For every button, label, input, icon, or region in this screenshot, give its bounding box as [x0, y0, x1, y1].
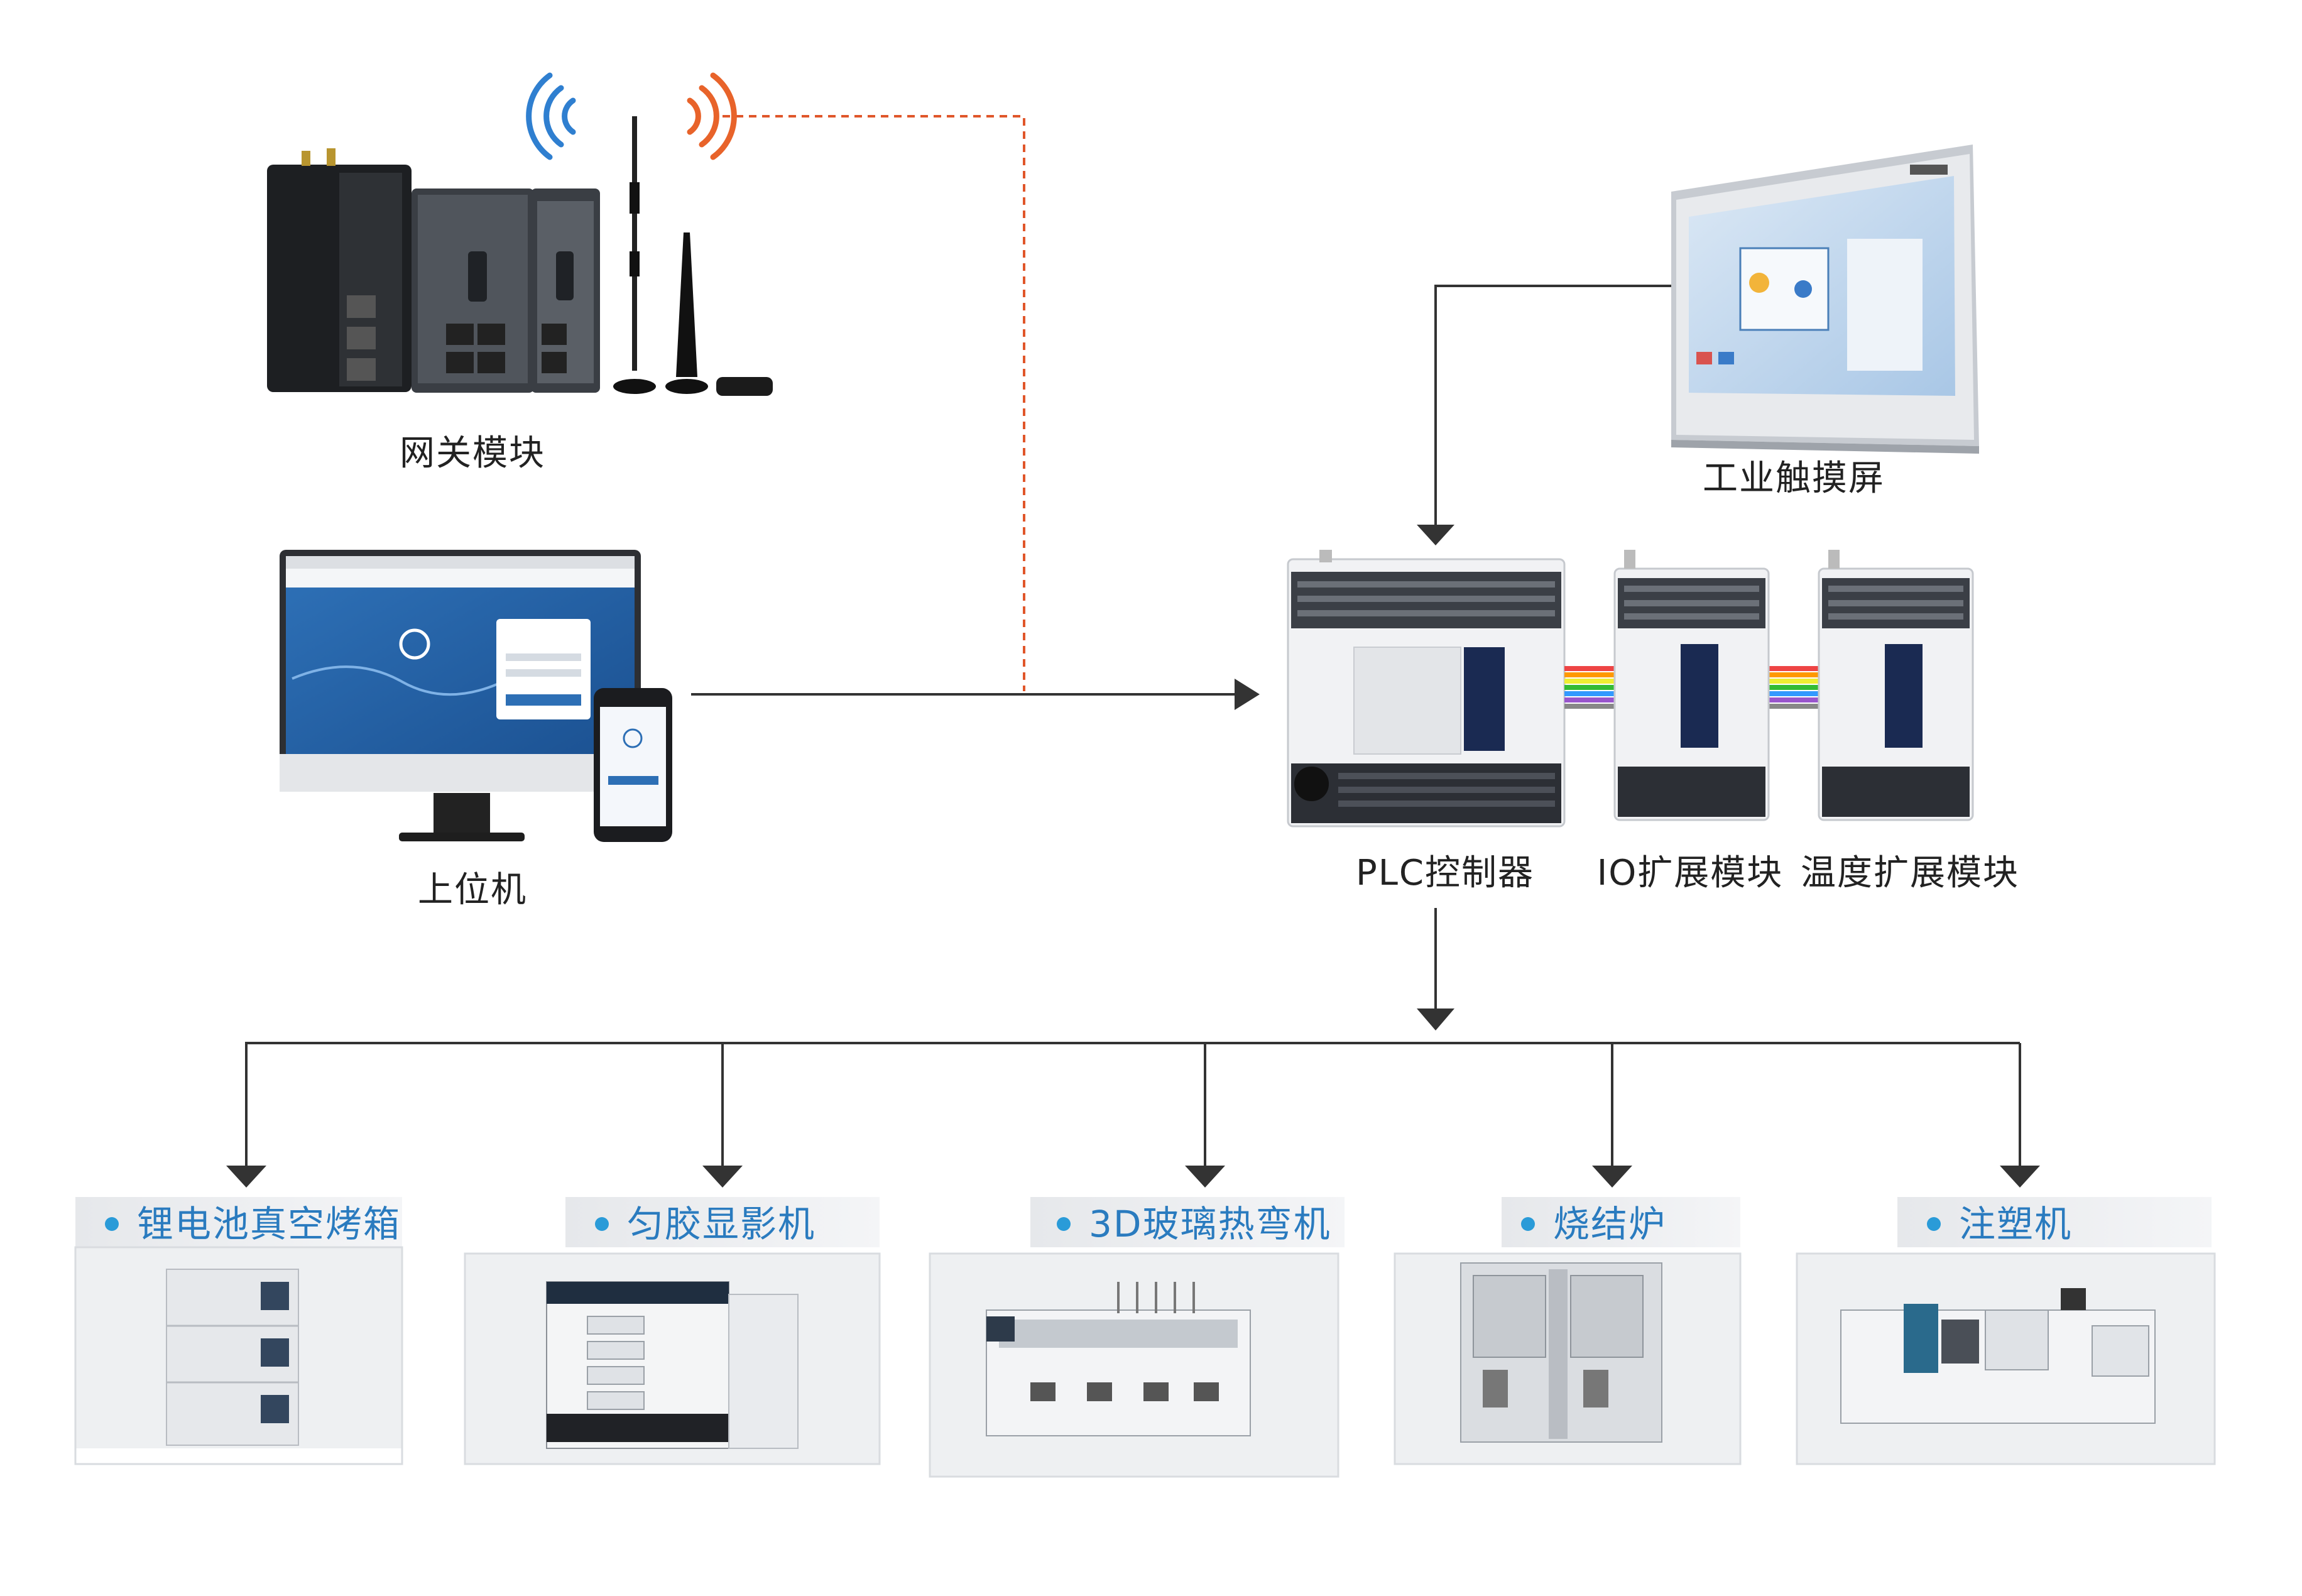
temp-ext-label: 温度扩展模块	[1801, 853, 2019, 894]
machine-panel-injection-molding: 注塑机	[1796, 1197, 2216, 1465]
hmi-to-plc-line	[1434, 285, 1674, 525]
machine-panel-vacuum-oven: 锂电池真空烤箱	[74, 1197, 403, 1465]
arrowhead-icon	[1235, 679, 1260, 710]
arrowhead-icon	[1417, 525, 1454, 545]
host-label: 上位机	[418, 870, 527, 910]
host-computer-illustration	[280, 550, 672, 842]
machine-panel-3d-glass-bender: 3D玻璃热弯机	[929, 1197, 1345, 1478]
machine-label: 烧结炉	[1553, 1203, 1666, 1245]
machine-label: 3D玻璃热弯机	[1089, 1203, 1331, 1245]
dot-icon	[105, 1217, 119, 1231]
machine-label: 锂电池真空烤箱	[137, 1203, 401, 1245]
gateway-module-illustration	[267, 72, 773, 396]
hmi-label: 工业触摸屏	[1703, 458, 1885, 499]
dot-icon	[1521, 1217, 1535, 1231]
plc-controller-illustration	[1287, 550, 1819, 828]
plc-label: PLC控制器	[1356, 853, 1534, 894]
io-ext-label: IO扩展模块	[1597, 853, 1784, 894]
wireless-link-dashed	[723, 115, 1025, 691]
temp-extension-illustration	[1818, 550, 1974, 821]
dot-icon	[595, 1217, 609, 1231]
dot-icon	[1927, 1217, 1941, 1231]
dot-icon	[1057, 1217, 1071, 1231]
machine-panel-sintering-furnace: 烧结炉	[1394, 1197, 1742, 1465]
io-extension-illustration	[1613, 550, 1770, 821]
hmi-touchscreen-illustration	[1671, 145, 1979, 454]
ribbon-cable	[1564, 666, 1819, 709]
machine-label: 匀胶显影机	[627, 1203, 816, 1245]
machine-label: 注塑机	[1959, 1203, 2072, 1245]
wifi-signal-icon	[687, 72, 737, 160]
wifi-signal-icon	[526, 72, 576, 160]
gateway-label: 网关模块	[400, 433, 545, 474]
machine-panel-coater-developer: 匀胶显影机	[464, 1197, 881, 1465]
arrowhead-icon	[1417, 1008, 1454, 1030]
bus-drops	[226, 1043, 2040, 1188]
